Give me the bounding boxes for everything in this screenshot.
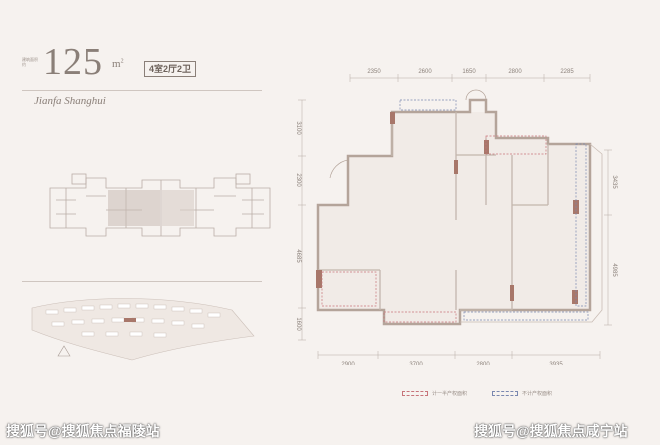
dim-right-1: 3435 [611, 175, 617, 189]
dim-left-2: 2300 [295, 173, 301, 187]
watermark-left: 搜狐号@搜狐焦点福陵站 [6, 423, 160, 439]
area-unit-sup: 2 [120, 58, 124, 65]
dim-left-1: 3100 [295, 121, 301, 135]
area-label: 建筑面积约 [22, 57, 38, 67]
dim-top-2: 2600 [418, 69, 432, 75]
legend-not-counted: 不计产权面积 [492, 390, 552, 397]
dim-top-1: 2350 [367, 69, 381, 75]
dim-left-3: 4685 [295, 249, 301, 263]
dim-bottom-1: 2900 [341, 362, 355, 365]
legend-label-red: 计一半产权面积 [432, 391, 468, 397]
legend-swatch-red [402, 391, 428, 396]
brand-script: Jianfa Shanghui [34, 95, 106, 107]
dim-top-4: 2800 [508, 69, 522, 75]
area-unit-base: m [112, 58, 121, 70]
dim-bottom-2: 3700 [409, 362, 423, 365]
area-unit: m2 [112, 58, 124, 70]
dim-right-2: 4985 [611, 263, 617, 277]
building-key-plan [49, 173, 271, 237]
dim-bottom-3: 2800 [476, 362, 490, 365]
dim-top-5: 2285 [560, 69, 574, 75]
divider-top [22, 90, 262, 91]
watermark-right: 搜狐号@搜狐焦点咸宁站 [474, 423, 628, 439]
legend-half-area: 计一半产权面积 [402, 390, 467, 397]
dim-left-4: 1600 [295, 317, 301, 331]
site-map [31, 298, 255, 361]
divider-middle [22, 281, 262, 282]
layout-badge: 4室2厅2卫 [144, 61, 197, 77]
legend-label-blue: 不计产权面积 [522, 391, 553, 397]
legend-swatch-blue [492, 391, 518, 396]
area-value: 125 [43, 41, 103, 83]
floor-plan: 2350 2600 1650 2800 2285 2900 3700 2800 … [295, 69, 617, 365]
dim-top-3: 1650 [462, 69, 476, 75]
dim-bottom-4: 3935 [549, 362, 563, 365]
